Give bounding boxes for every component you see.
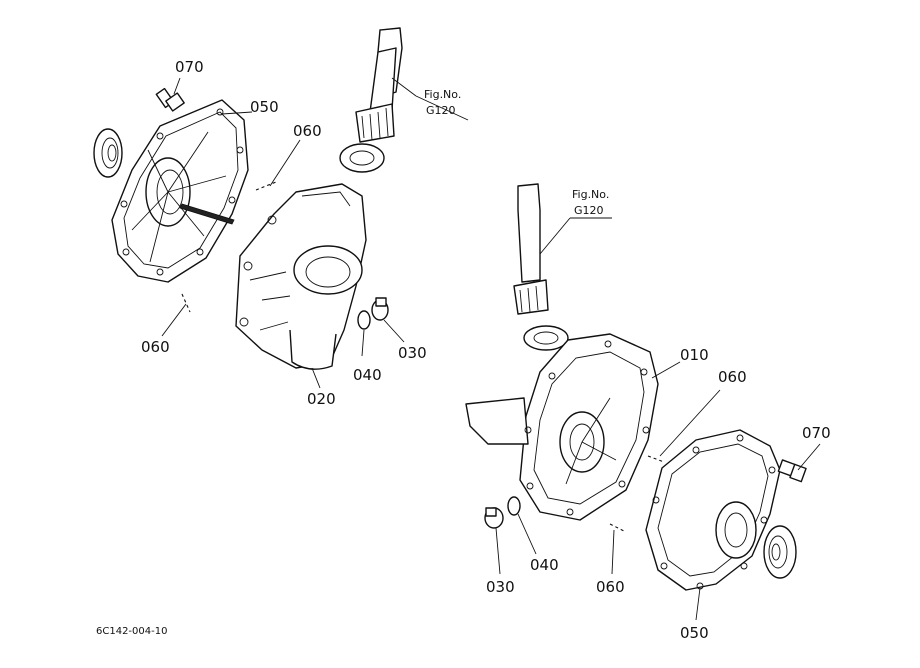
pin-060-left-bottom [181,293,191,313]
label-040-left: 040 [353,366,382,384]
case-020 [235,183,367,370]
plug-070-right [777,459,807,483]
label-050-left: 050 [250,98,279,116]
label-010: 010 [680,346,709,364]
plug-030-right [484,507,504,529]
oil-seal-left-assembly [93,128,123,178]
figref-right-line1: Fig.No. [572,188,609,201]
label-060-right-top: 060 [718,368,747,386]
label-030-right: 030 [486,578,515,596]
pin-060-right-top [647,455,665,463]
cover-050-right [645,429,781,591]
drawing-code: 6C142-004-10 [96,626,167,637]
case-010 [465,333,659,521]
label-060-right-bottom: 060 [596,578,625,596]
label-030-left: 030 [398,344,427,362]
label-060-left-bottom: 060 [141,338,170,356]
label-070-right: 070 [802,424,831,442]
figref-right-line2: G120 [574,204,604,217]
label-050-right: 050 [680,624,709,642]
figref-left-line1: Fig.No. [424,88,461,101]
label-020: 020 [307,390,336,408]
plug-070-left [155,87,185,112]
pin-060-right-bottom [609,523,627,533]
label-070-left: 070 [175,58,204,76]
shaft-gear-right [513,183,569,351]
shaft-gear-left [339,27,403,173]
label-040-right: 040 [530,556,559,574]
oil-seal-right-assembly [763,525,797,579]
cover-050-left [111,99,249,283]
washer-040-right [507,496,521,516]
plug-030-left [371,297,389,321]
label-060-left-top: 060 [293,122,322,140]
washer-040-left [357,310,371,330]
figref-left-line2: G120 [426,104,456,117]
pin-060-left-top [255,181,277,191]
leader-lines [161,77,821,621]
